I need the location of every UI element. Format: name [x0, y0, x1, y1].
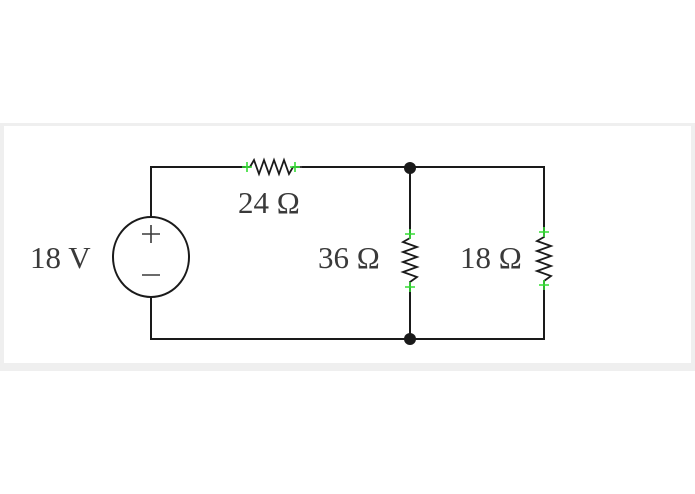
terminal-marker-icon: [539, 280, 549, 290]
resistor-24-label: 24 Ω: [238, 185, 300, 220]
resistor-18-label: 18 Ω: [460, 240, 522, 275]
diagram-canvas: [4, 126, 691, 363]
wire-right-bottom: [150, 286, 545, 340]
terminal-marker-icon: [290, 162, 300, 172]
wire-left-top: [150, 166, 245, 218]
diagram-panel: [0, 123, 695, 371]
junction-node-top: [404, 162, 416, 174]
plus-sign-icon: [142, 225, 160, 243]
terminal-marker-icon: [405, 229, 415, 239]
resistor-18-ohm-icon: [534, 233, 554, 286]
terminal-marker-icon: [539, 227, 549, 237]
source-voltage-label: 18 V: [30, 240, 91, 275]
wire-top: [302, 166, 545, 233]
junction-node-bottom: [404, 333, 416, 345]
terminal-marker-icon: [242, 162, 252, 172]
voltage-source-icon: [112, 216, 190, 298]
resistor-24-ohm-icon: [245, 157, 302, 177]
terminal-marker-icon: [405, 282, 415, 292]
resistor-36-label: 36 Ω: [318, 240, 380, 275]
resistor-36-ohm-icon: [400, 234, 420, 287]
